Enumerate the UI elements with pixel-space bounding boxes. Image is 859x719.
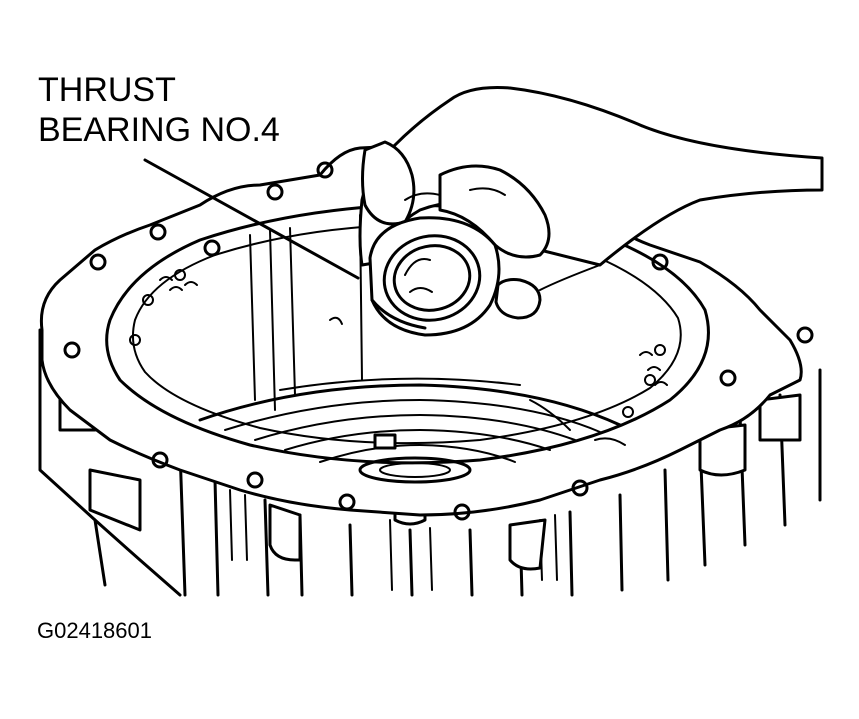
callout-label: THRUST BEARING NO.4 (38, 70, 280, 150)
leader-line (143, 158, 360, 280)
inner-bore (198, 214, 626, 484)
hand (358, 86, 824, 320)
figure-id: G02418601 (37, 618, 152, 643)
callout-line-2: BEARING NO.4 (38, 111, 280, 149)
callout-line-1: THRUST (38, 71, 176, 109)
bolt-holes (63, 161, 814, 521)
thrust-bearing (368, 216, 501, 337)
